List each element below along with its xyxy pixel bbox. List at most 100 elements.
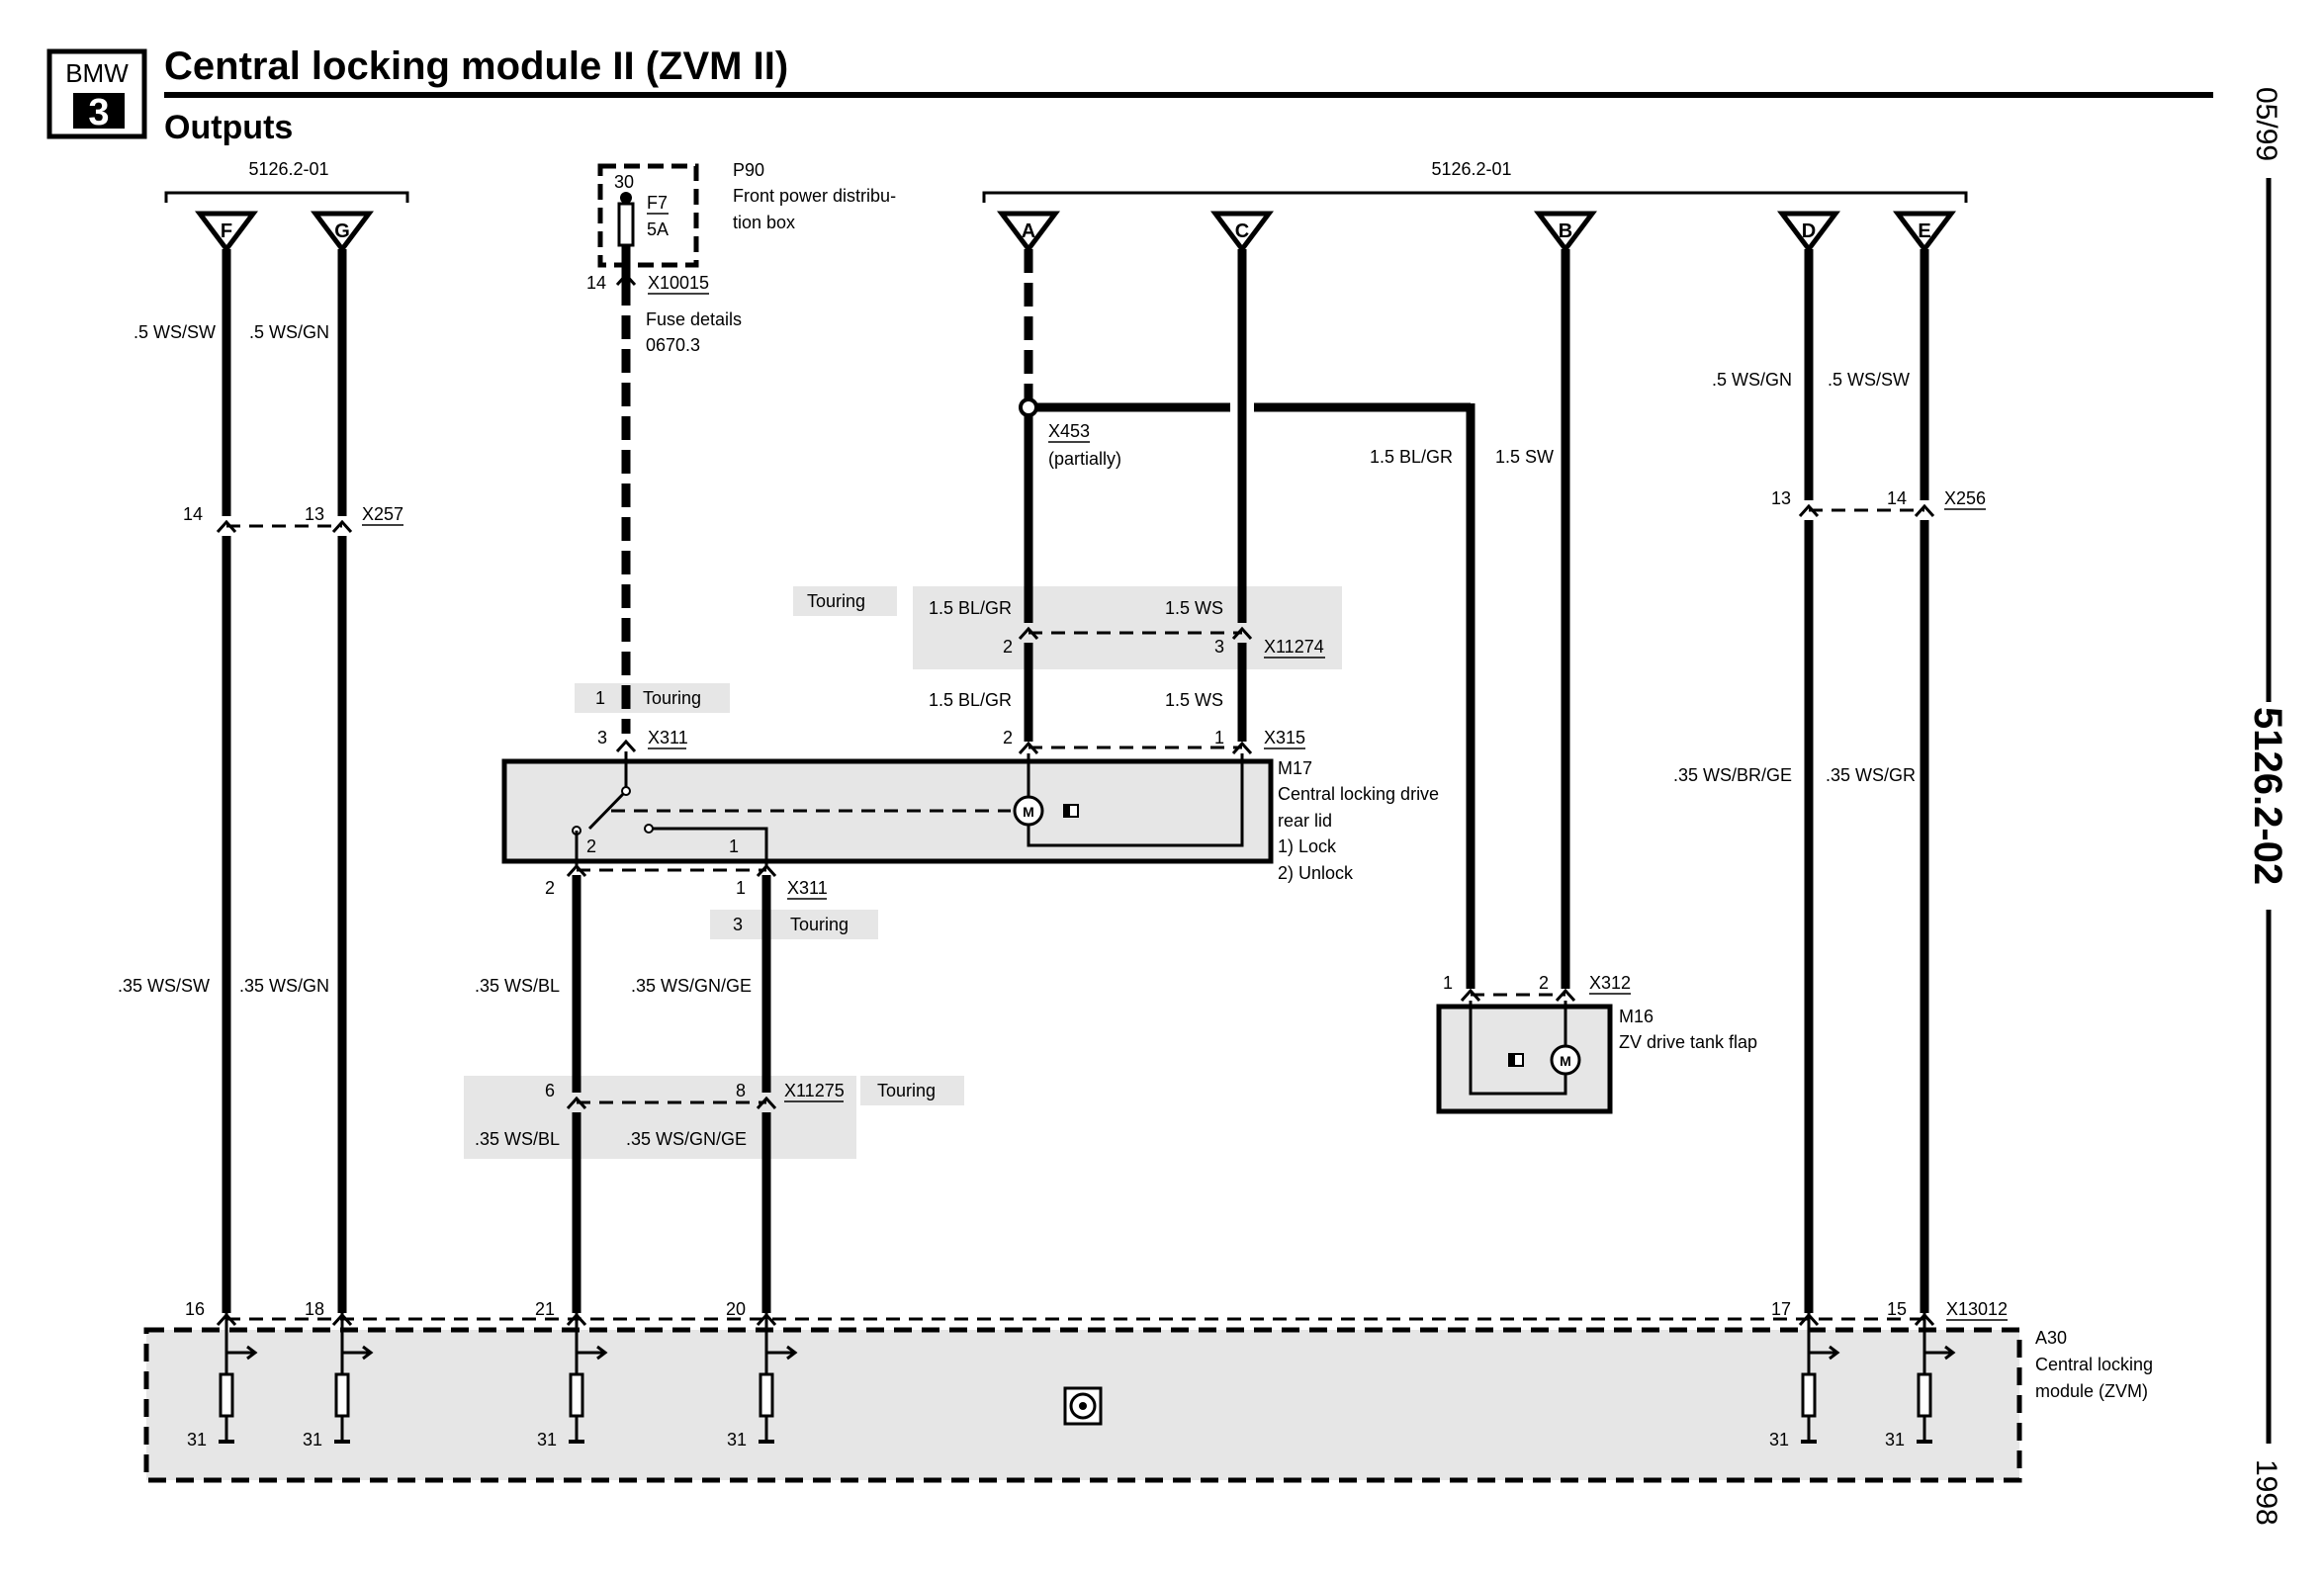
a30-control-unit-icon-ring <box>1069 1392 1097 1420</box>
a30-pin-mark-15 <box>1914 1312 1935 1327</box>
touring-box-x11274 <box>913 586 1342 669</box>
x256-id: X256 <box>1944 488 1986 508</box>
p90-id: P90 <box>733 160 764 180</box>
x312-pin-mark-2 <box>1555 988 1576 1003</box>
x315-pin-2: 2 <box>1003 728 1013 747</box>
label-g-top-wire: .5 WS/GN <box>249 322 329 342</box>
touring-tag-4 <box>860 1076 964 1105</box>
p90-fuse-box: 30 F7 5A P90 Front power distribu- tion … <box>597 160 896 282</box>
fuse-details-2: 0670.3 <box>646 335 700 355</box>
terminal-c-marker <box>1210 211 1274 254</box>
x256-pin-13: 13 <box>1771 488 1791 508</box>
m17-desc-2: rear lid <box>1278 811 1332 831</box>
m17-option-lock: 1) Lock <box>1278 836 1337 856</box>
x13012-pin-15: 15 <box>1887 1299 1907 1319</box>
label-f-top-wire: .5 WS/SW <box>134 322 216 342</box>
terminal-f-marker <box>195 211 258 254</box>
terminal-e-label: E <box>1918 220 1930 242</box>
x311-bottom-id: X311 <box>787 878 828 898</box>
x315-pin-mark-c <box>1231 741 1253 755</box>
m16-internals: M <box>1469 1001 1581 1096</box>
ground-31-f: 31 <box>187 1430 207 1450</box>
bracket-left <box>164 191 409 203</box>
stage-20-resistor <box>759 1372 774 1418</box>
x315-id: X315 <box>1264 728 1305 747</box>
label-b-wire: 1.5 SW <box>1495 447 1554 467</box>
x453-id: X453 <box>1048 421 1090 441</box>
a30-pin-mark-18 <box>331 1312 353 1327</box>
stage-16-output-arrow <box>226 1345 258 1361</box>
p90-frame <box>597 163 699 268</box>
stage-20-output-arrow <box>766 1345 798 1361</box>
stage-16-resistor <box>219 1372 234 1418</box>
x13012-pin-17: 17 <box>1771 1299 1791 1319</box>
terminal-e-marker <box>1893 211 1956 254</box>
ground-31-s1: 31 <box>727 1430 747 1450</box>
ref-right: 5126.2-01 <box>1431 159 1511 179</box>
connector-joints <box>216 272 1935 1321</box>
label-c-wire-upper: 1.5 WS <box>1165 598 1223 618</box>
x257-pin-14: 14 <box>183 504 203 524</box>
page-subtitle: Outputs <box>164 109 293 146</box>
m17-motor-m: M <box>1023 804 1034 820</box>
m17-internals: M 2 1 <box>572 751 1244 866</box>
x11274-pin-2: 2 <box>1003 637 1013 657</box>
output-stage-20 <box>759 1313 798 1444</box>
x11274-pin-mark-a <box>1018 626 1039 641</box>
output-stage-15 <box>1917 1313 1956 1444</box>
a30-pin-mark-16 <box>216 1312 237 1327</box>
a30-pin-mark-17 <box>1798 1312 1820 1327</box>
m17-switch-arm <box>587 789 628 831</box>
x11275-pin-8: 8 <box>736 1081 746 1100</box>
stage-15-output-arrow <box>1924 1345 1956 1361</box>
ground-31-g: 31 <box>303 1430 322 1450</box>
x312-pin-mark-1 <box>1460 988 1481 1003</box>
m16-id: M16 <box>1619 1007 1654 1026</box>
terminal-d-label: D <box>1802 220 1816 242</box>
terminal-f-label: F <box>221 220 232 242</box>
x257-pin-mark-f <box>216 519 237 534</box>
a30-id: A30 <box>2035 1328 2067 1348</box>
page-title: Central locking module II (ZVM II) <box>164 44 788 88</box>
x312-pin-2: 2 <box>1539 973 1549 993</box>
bracket-right <box>982 191 1968 203</box>
x315-pin-mark-a <box>1018 741 1039 755</box>
terminal-a-marker <box>997 211 1060 254</box>
x11274-pin-mark-c <box>1231 626 1253 641</box>
x312-id: X312 <box>1589 973 1631 993</box>
x13012-pin-20: 20 <box>726 1299 746 1319</box>
x13012-pin-18: 18 <box>305 1299 324 1319</box>
label-d-bottom-wire: .35 WS/BR/GE <box>1673 765 1792 785</box>
label-s2-wire-upper: .35 WS/BL <box>475 976 560 996</box>
header: BMW 3 Central locking module II (ZVM II)… <box>46 44 2213 146</box>
side-margin: 05/99 5126.2-02 1998 <box>2246 87 2289 1526</box>
label-s1-wire-upper: .35 WS/GN/GE <box>631 976 752 996</box>
touring-tag-2-pin: 1 <box>595 688 605 708</box>
fuse-details-1: Fuse details <box>646 309 742 329</box>
label-c-wire-lower: 1.5 WS <box>1165 690 1223 710</box>
stage-18-resistor <box>334 1372 350 1418</box>
m17-option-unlock: 2) Unlock <box>1278 863 1354 883</box>
x311-bottom-pin-2: 2 <box>545 878 555 898</box>
label-s2-wire-lower: .35 WS/BL <box>475 1129 560 1149</box>
touring-tag-1 <box>793 586 897 616</box>
wires <box>222 249 1929 1313</box>
x311-top-pin: 3 <box>597 728 607 747</box>
x257-pin-mark-g <box>331 519 353 534</box>
a30-desc-1: Central locking <box>2035 1355 2153 1374</box>
ground-31-e: 31 <box>1885 1430 1905 1450</box>
terminal-markers: F G A C B D E <box>195 211 1956 254</box>
x311-bottom-pin-1: 1 <box>736 878 746 898</box>
x311-top-id: X311 <box>648 728 688 747</box>
x11275-id: X11275 <box>784 1081 845 1100</box>
x11275-pin-mark-8 <box>756 1096 777 1110</box>
side-doc-number: 5126.2-02 <box>2246 707 2289 885</box>
terminal-g-marker <box>311 211 374 254</box>
x312-pin-1: 1 <box>1443 973 1453 993</box>
series-number: 3 <box>88 92 109 133</box>
side-year: 1998 <box>2250 1459 2282 1526</box>
x11275-pin-mark-6 <box>566 1096 587 1110</box>
ref-left: 5126.2-01 <box>248 159 328 179</box>
a30-pin-mark-21 <box>566 1312 587 1327</box>
label-f-bottom-wire: .35 WS/SW <box>118 976 210 996</box>
